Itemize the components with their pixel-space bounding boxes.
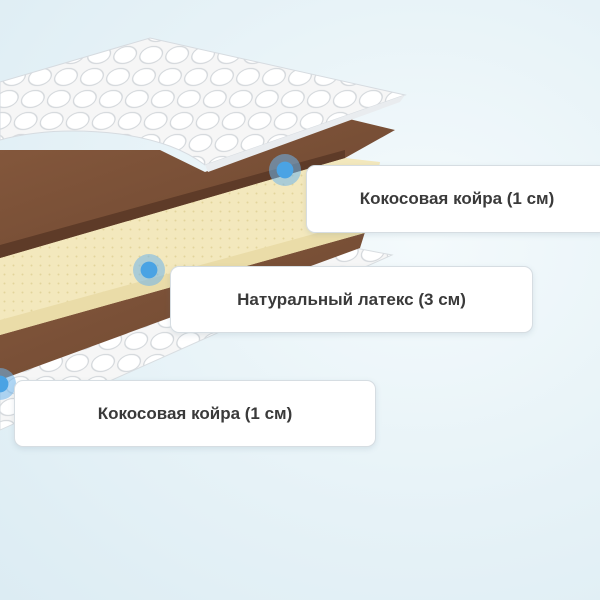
callout-latex-label: Натуральный латекс (3 см)	[237, 289, 466, 309]
callout-top-coir-label: Кокосовая койра (1 см)	[359, 189, 555, 208]
latex-layer	[0, 158, 380, 335]
callout-top-coir: Кокосовая койра (1 см)	[306, 165, 600, 233]
layer-marker-top-icon	[269, 154, 301, 186]
callout-bottom-coir-label: Кокосовая койра (1 см)	[97, 403, 293, 423]
callout-latex: Натуральный латекс (3 см)	[170, 266, 533, 333]
top-cover-edge	[205, 95, 405, 172]
top-cover	[0, 37, 407, 166]
top-coir-layer-edge	[0, 150, 345, 258]
callout-bottom-coir: Кокосовая койра (1 см)	[14, 380, 376, 447]
layer-marker-bottom-icon	[0, 368, 16, 400]
layer-marker-middle-icon	[133, 254, 165, 286]
